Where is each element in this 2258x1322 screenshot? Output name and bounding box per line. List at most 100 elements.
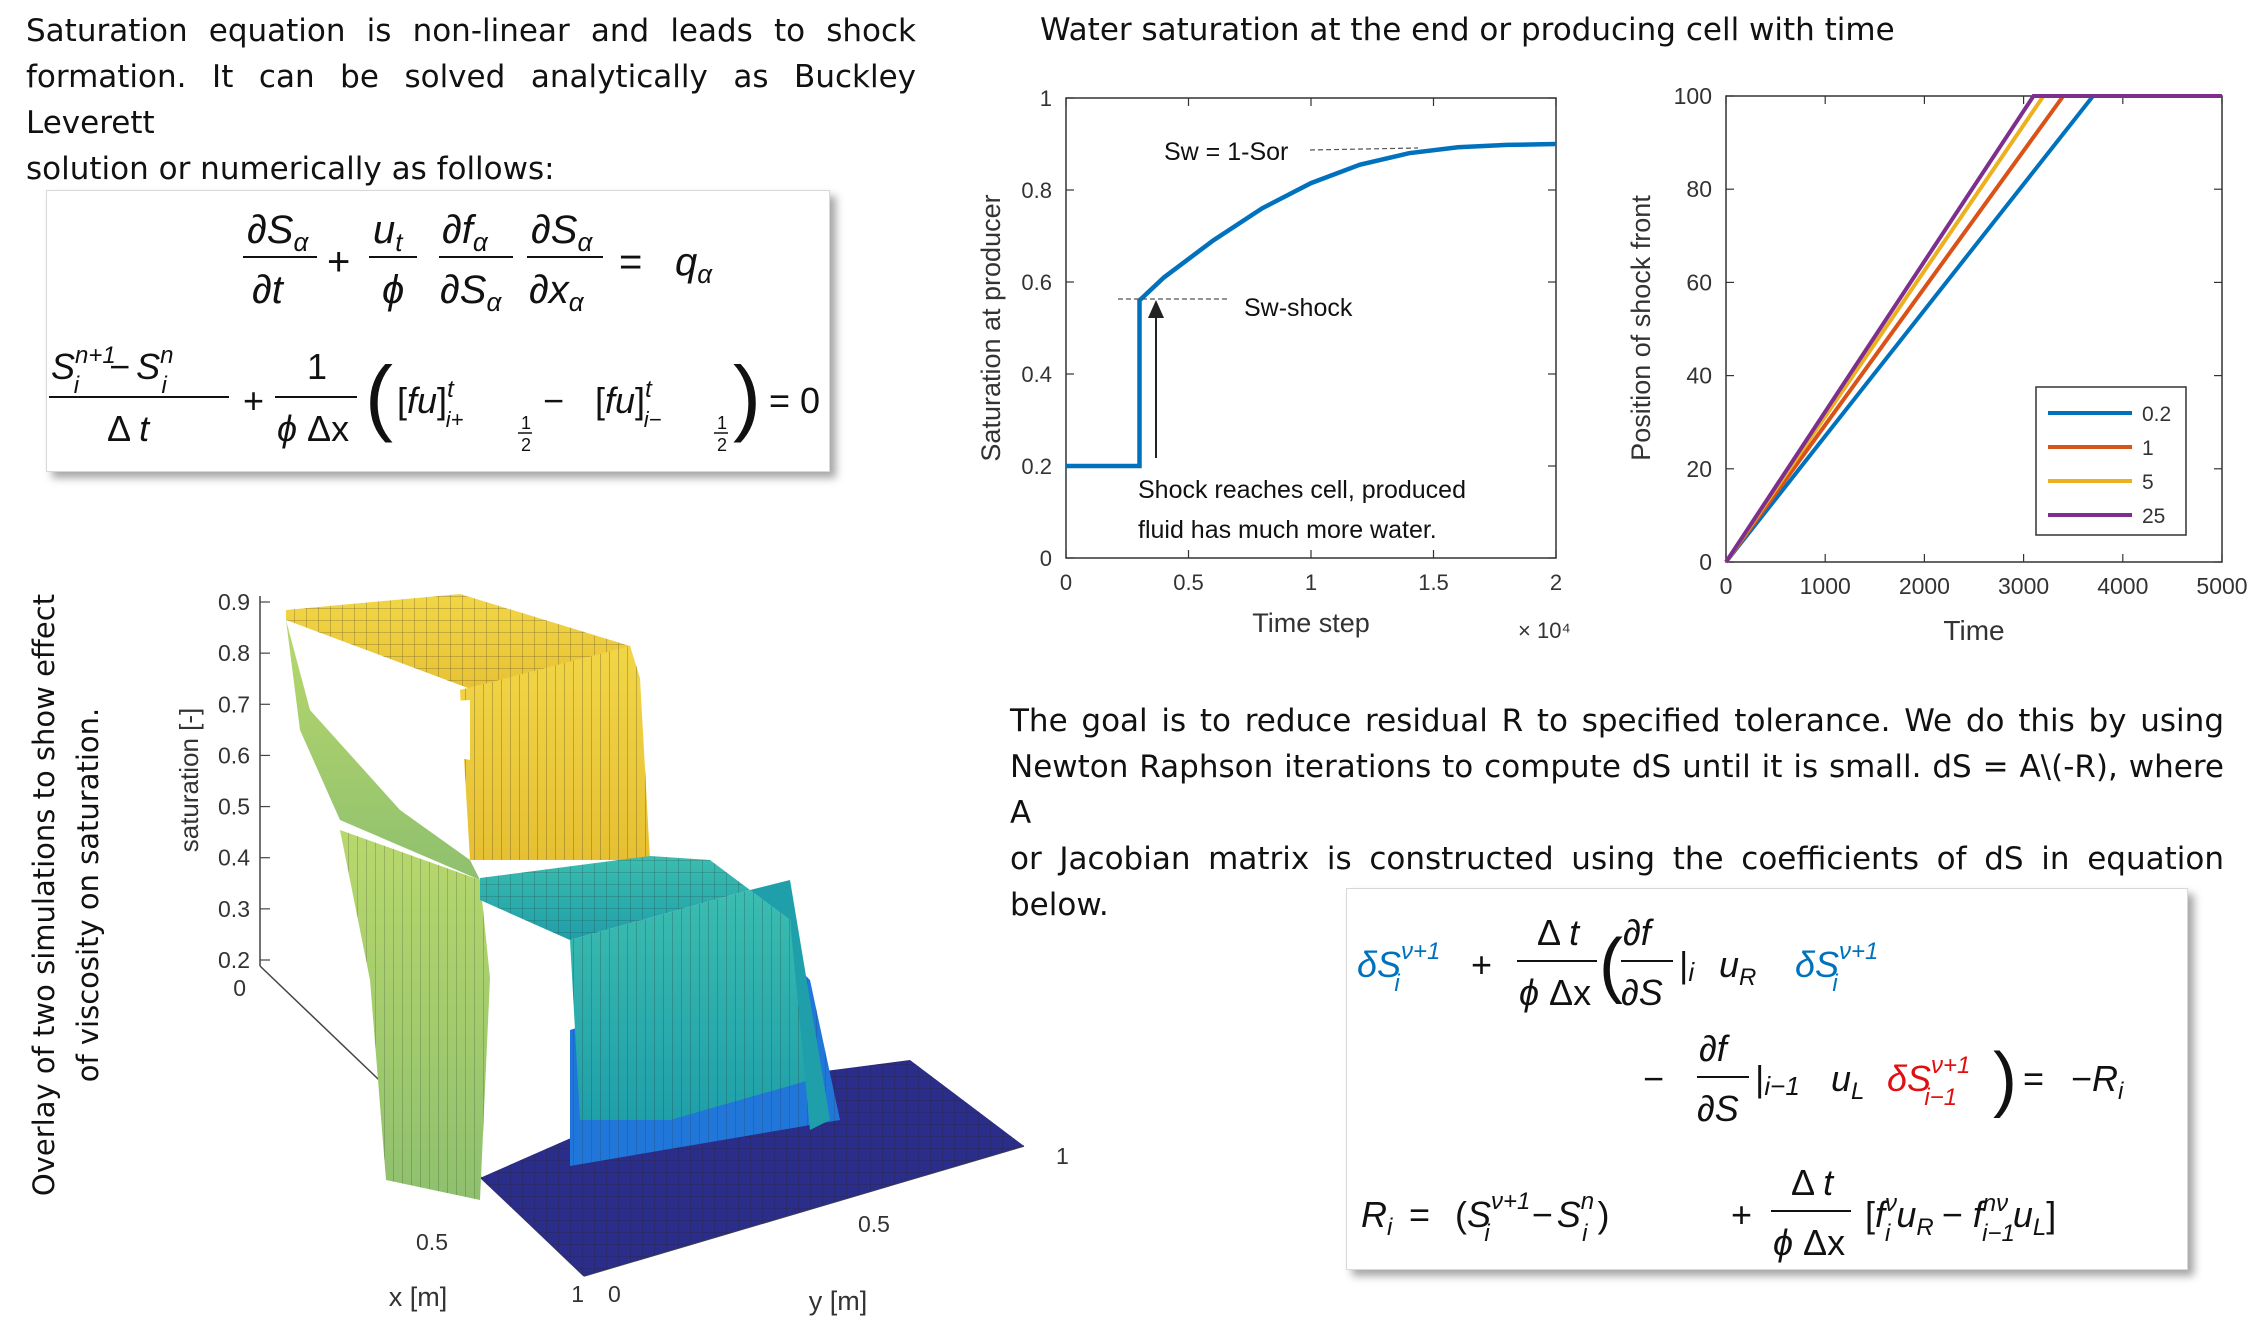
saturation-surface-plot: 0.20.30.40.50.60.70.80.9 saturation [-] … xyxy=(174,589,1069,1316)
svg-text:[fu]ti+: [fu]ti+ xyxy=(397,376,464,432)
z-tick-label: 0.2 xyxy=(218,947,250,973)
y-tick-label: 40 xyxy=(1686,363,1712,389)
legend-label: 5 xyxy=(2142,471,2154,494)
svg-text:∂f: ∂f xyxy=(1623,912,1655,953)
y-tick-label: 0 xyxy=(1699,549,1712,575)
x-multiplier: × 10⁴ xyxy=(1518,618,1571,643)
reach-label-1: Shock reaches cell, produced xyxy=(1138,476,1466,504)
goal-line-3: or Jacobian matrix is constructed using … xyxy=(1010,841,2224,923)
x-tick-label: 5000 xyxy=(2196,573,2247,599)
chart-title: Water saturation at the end or producing… xyxy=(1040,12,1895,48)
shock-label: Sw-shock xyxy=(1244,294,1353,322)
x-tick-label: 0.5 xyxy=(1173,570,1204,595)
y-axis-label: Position of shock front xyxy=(1626,195,1656,461)
y-tick-label: 60 xyxy=(1686,269,1712,295)
y-tick-label: 20 xyxy=(1686,456,1712,482)
svg-text:∂S: ∂S xyxy=(1697,1088,1739,1129)
legend-label: 0.2 xyxy=(2142,403,2171,426)
svg-text:Δ t: Δ t xyxy=(107,408,151,449)
svg-text:Δ t: Δ t xyxy=(1791,1162,1835,1203)
goal-line-2: Newton Raphson iterations to compute dS … xyxy=(1010,749,2224,831)
x-tick-label: 2000 xyxy=(1899,573,1950,599)
intro-line-1: Saturation equation is non-linear and le… xyxy=(26,13,916,49)
svg-text:∂Sα: ∂Sα xyxy=(531,208,593,257)
x-axis-label: x [m] xyxy=(389,1282,448,1312)
svg-text:2: 2 xyxy=(717,435,727,455)
svg-text:Ri: Ri xyxy=(1361,1194,1393,1241)
green-slope xyxy=(286,620,480,880)
svg-text:qα: qα xyxy=(675,240,713,289)
y-tick-label: 0.8 xyxy=(1021,178,1052,203)
intro-line-2: formation. It can be solved analytically… xyxy=(26,59,916,141)
svg-text:uL: uL xyxy=(1831,1058,1864,1105)
overlay-caption-line-1: Overlay of two simulations to show effec… xyxy=(27,593,61,1197)
x-tick-label: 0 xyxy=(233,975,246,1001)
svg-text:−Ri: −Ri xyxy=(2071,1058,2124,1105)
svg-text:(Sν+1i−Sni): (Sν+1i−Sni) xyxy=(1455,1188,1609,1247)
svg-text:(: ( xyxy=(365,349,393,443)
y-tick-label: 0.5 xyxy=(858,1211,890,1237)
svg-text:+: + xyxy=(1471,944,1492,985)
y-tick-label: 0.6 xyxy=(1021,270,1052,295)
intro-line-3: solution or numerically as follows: xyxy=(26,151,555,187)
svg-text:(: ( xyxy=(1599,925,1623,1005)
z-tick-label: 0.4 xyxy=(218,845,250,871)
svg-text:[fu]ti−: [fu]ti− xyxy=(595,376,662,432)
svg-text:∂Sα: ∂Sα xyxy=(440,268,502,317)
x-tick-label: 1.5 xyxy=(1418,570,1449,595)
y-tick-label: 100 xyxy=(1674,83,1712,109)
reach-label-2: fluid has much more water. xyxy=(1138,516,1437,544)
svg-text:∂fα: ∂fα xyxy=(442,208,489,257)
sor-label: Sw = 1-Sor xyxy=(1164,138,1288,166)
svg-text:): ) xyxy=(733,349,761,443)
z-tick-label: 0.8 xyxy=(218,640,250,666)
shock-arrow-head xyxy=(1148,300,1164,318)
svg-text:Sn+1i−Sni: Sn+1i−Sni xyxy=(51,342,173,399)
goal-line-1: The goal is to reduce residual R to spec… xyxy=(1010,703,2224,739)
z-tick-label: 0.5 xyxy=(218,794,250,820)
y-tick-label: 0.4 xyxy=(1021,362,1052,387)
svg-text:=: = xyxy=(2023,1058,2044,1099)
svg-text:δSν+1i: δSν+1i xyxy=(1795,938,1878,997)
y-tick-label: 0.2 xyxy=(1021,454,1052,479)
svg-text:1: 1 xyxy=(521,413,531,433)
svg-text:∂t: ∂t xyxy=(252,268,285,312)
svg-text:∂S: ∂S xyxy=(1621,972,1663,1013)
teal-wall-mesh xyxy=(570,890,810,1120)
svg-text:∂Sα: ∂Sα xyxy=(247,208,309,257)
svg-text:= 0: = 0 xyxy=(769,380,820,421)
surface-gap xyxy=(290,622,470,760)
svg-text:|i−1: |i−1 xyxy=(1755,1058,1800,1101)
svg-text:=: = xyxy=(1409,1194,1430,1235)
y-tick-label: 80 xyxy=(1686,176,1712,202)
svg-text:+: + xyxy=(327,240,350,284)
svg-text:1: 1 xyxy=(307,346,327,387)
x-axis-label: Time xyxy=(1943,615,2004,646)
svg-text:∂f: ∂f xyxy=(1699,1028,1731,1069)
svg-text:+: + xyxy=(243,380,264,421)
series-line-25 xyxy=(1724,94,2222,564)
sor-leader-line xyxy=(1309,147,1419,151)
teal-tail xyxy=(750,880,830,1130)
svg-text:2: 2 xyxy=(521,435,531,455)
svg-text:1: 1 xyxy=(717,413,727,433)
y-tick-label: 0 xyxy=(608,1281,621,1307)
y-tick-label: 1 xyxy=(1040,86,1052,111)
z-tick-label: 0.7 xyxy=(218,691,250,717)
svg-text:+: + xyxy=(1731,1194,1752,1235)
svg-text:=: = xyxy=(619,240,642,284)
y-tick-label: 0 xyxy=(1040,546,1052,571)
legend-label: 1 xyxy=(2142,437,2154,460)
x-tick-label: 0 xyxy=(1060,570,1072,595)
intro-paragraph: Saturation equation is non-linear and le… xyxy=(26,8,916,192)
saturation-series-line xyxy=(1066,141,1557,469)
y-tick-label: 1 xyxy=(1056,1143,1069,1169)
svg-text:ϕ Δx: ϕ Δx xyxy=(1519,972,1591,1013)
yellow-wall-mesh xyxy=(460,646,650,860)
